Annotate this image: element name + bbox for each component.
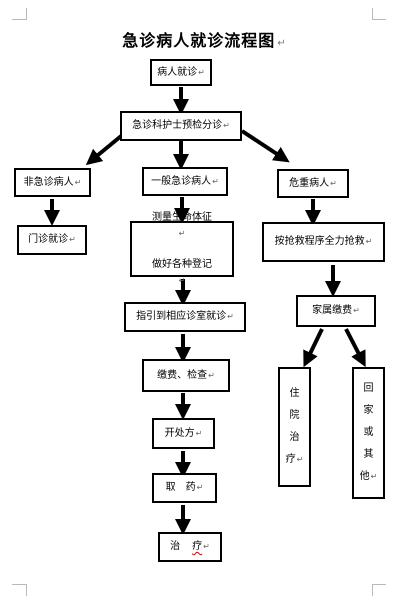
crop-mark-top-left-h (12, 19, 26, 20)
node-critical: 危重病人↵ (277, 169, 349, 198)
paragraph-mark-icon: ↵ (74, 177, 82, 187)
node-guide-text: 指引到相应诊室就诊 (136, 311, 227, 322)
node-critical-label: 危重病人 (289, 177, 330, 189)
crop-mark-top-right-h (372, 19, 386, 20)
paragraph-mark-icon: ↵ (296, 455, 304, 464)
node-non-emergency: 非急诊病人↵ (14, 168, 91, 197)
node-outpatient: 门诊就诊↵ (17, 225, 87, 255)
crop-mark-bottom-left-h (12, 584, 26, 585)
node-non-emergency-label: 非急诊病人 (23, 176, 74, 188)
node-vitals: 测量生命体征 ↵ 做好各种登记 ↵ (130, 212, 234, 285)
node-rescue-label: 按抢救程序全力抢救 (274, 236, 365, 247)
arrow-family-pay-to-go-home (344, 328, 366, 368)
node-triage: 急诊科护士预检分诊↵ (120, 111, 242, 141)
node-vitals-line1-text: 测量生命体征 (152, 212, 212, 224)
page-title-text: 急诊病人就诊流程图 (122, 31, 276, 50)
node-family-pay: 家属缴费↵ (296, 295, 376, 327)
node-go-home-char-5: 他↵ (359, 471, 378, 482)
node-triage-label: 急诊科护士预检分诊 (132, 120, 223, 131)
crop-mark-top-left-v (26, 8, 27, 20)
node-go-home-char-4: 其 (363, 449, 374, 460)
node-pay-exam: 缴费、检查↵ (142, 359, 230, 392)
paragraph-mark-icon: ↵ (227, 312, 234, 322)
crop-mark-top-right-v (372, 8, 373, 20)
node-treat-label-b: 疗 (192, 541, 203, 552)
node-general: 一般急诊病人↵ (142, 167, 228, 196)
paragraph-mark-icon: ↵ (330, 178, 337, 188)
node-prescribe-label: 开处方 (164, 427, 195, 439)
node-hospitalize-char-2: 院 (289, 410, 300, 421)
node-guide: 指引到相应诊室就诊↵ (124, 302, 246, 332)
node-treat: 治 疗↵ (158, 532, 222, 562)
node-general-label: 一般急诊病人 (151, 175, 212, 187)
node-rescue: 按抢救程序全力抢救↵ (262, 222, 385, 262)
paragraph-mark-icon: ↵ (203, 542, 210, 552)
paragraph-mark-icon: ↵ (195, 428, 203, 438)
node-hospitalize-char-1: 住 (289, 388, 300, 399)
node-get-medicine-label: 取 药 (165, 482, 196, 493)
node-family-pay-label: 家属缴费 (312, 305, 353, 316)
paragraph-mark-icon: ↵ (196, 483, 204, 493)
paragraph-mark-icon: ↵ (208, 370, 215, 380)
node-vitals-line2-text: 做好各种登记 (152, 259, 212, 270)
node-hospitalize-char-3: 治 (289, 432, 300, 443)
node-go-home-char-2: 家 (363, 405, 374, 416)
paragraph-mark-icon: ↵ (198, 67, 205, 77)
paragraph-mark-icon: ↵ (277, 38, 287, 49)
paragraph-mark-icon: ↵ (353, 306, 360, 316)
node-vitals-line1: 测量生命体征 ↵ (152, 207, 212, 244)
node-pay-exam-label: 缴费、检查 (157, 369, 208, 381)
paragraph-mark-icon: ↵ (223, 121, 230, 131)
node-treat-label-a: 治 (170, 541, 181, 552)
node-patient-label: 病人就诊 (157, 66, 198, 78)
node-guide-label: 指引到相应诊室就诊 (136, 311, 226, 323)
paragraph-mark-icon: ↵ (178, 276, 186, 285)
paragraph-mark-icon: ↵ (178, 229, 186, 239)
crop-mark-bottom-left-v (26, 584, 27, 596)
node-outpatient-label: 门诊就诊 (28, 234, 69, 245)
arrow-family-pay-to-hospitalize (303, 328, 324, 368)
crop-mark-bottom-right-h (372, 584, 386, 585)
node-hospitalize-char-4: 疗↵ (285, 454, 304, 465)
node-hospitalize: 住 院 治 疗↵ (278, 367, 311, 487)
node-vitals-line2: 做好各种登记 ↵ (152, 254, 212, 291)
paragraph-mark-icon: ↵ (370, 472, 378, 481)
node-go-home-char-1: 回 (363, 383, 374, 394)
node-go-home: 回 家 或 其 他↵ (352, 367, 385, 499)
page-title: 急诊病人就诊流程图↵ (0, 27, 409, 51)
node-go-home-char-3: 或 (363, 427, 374, 438)
crop-mark-bottom-right-v (372, 584, 373, 596)
arrow-triage-to-critical (240, 129, 290, 163)
paragraph-mark-icon: ↵ (365, 237, 373, 247)
paragraph-mark-icon: ↵ (212, 176, 219, 186)
node-prescribe: 开处方↵ (152, 418, 215, 449)
node-get-medicine: 取 药↵ (152, 473, 217, 503)
node-patient: 病人就诊↵ (150, 59, 212, 86)
paragraph-mark-icon: ↵ (69, 235, 76, 245)
